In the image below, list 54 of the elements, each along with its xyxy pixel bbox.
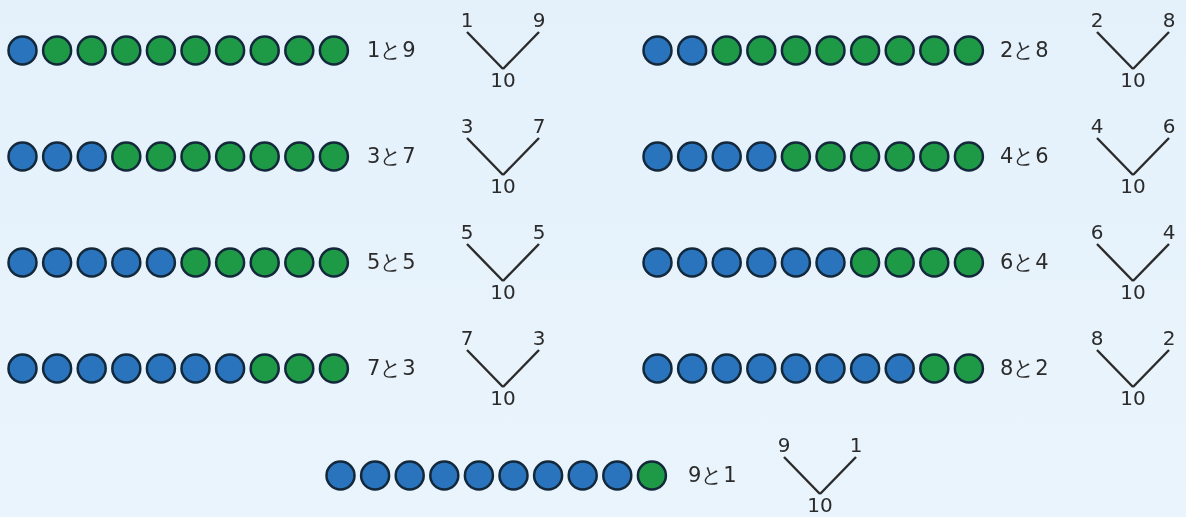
number-pair-label: 6と4 [1000, 251, 1049, 273]
connector-line [1132, 243, 1170, 282]
total-number: 10 [490, 176, 516, 196]
total-number: 10 [490, 282, 516, 302]
connector-line [783, 456, 821, 495]
part-number: 5 [460, 222, 474, 242]
connector-line [1132, 137, 1170, 176]
connector-line [1096, 349, 1134, 388]
part-number: 2 [1090, 10, 1104, 30]
total-number: 10 [490, 70, 516, 90]
connector-line [502, 137, 540, 176]
part-number: 7 [532, 116, 546, 136]
total-number: 10 [1120, 282, 1146, 302]
connector-line [1096, 243, 1134, 282]
number-pair-label: 2と8 [1000, 39, 1049, 61]
total-number: 10 [490, 388, 516, 408]
part-number: 3 [532, 328, 546, 348]
number-pair-label: 7と3 [367, 357, 416, 379]
part-number: 7 [460, 328, 474, 348]
part-number: 9 [532, 10, 546, 30]
part-number: 4 [1162, 222, 1176, 242]
part-number: 6 [1162, 116, 1176, 136]
part-number: 4 [1090, 116, 1104, 136]
number-pair-label: 9と1 [688, 464, 737, 486]
number-pair-label: 1と9 [367, 39, 416, 61]
number-pair-label: 3と7 [367, 145, 416, 167]
connector-line [1132, 31, 1170, 70]
number-pair-label: 4と6 [1000, 145, 1049, 167]
total-number: 10 [1120, 388, 1146, 408]
connector-line [466, 349, 504, 388]
part-number: 2 [1162, 328, 1176, 348]
connector-line [466, 137, 504, 176]
connector-line [1096, 137, 1134, 176]
part-number: 9 [777, 435, 791, 455]
connector-line [1096, 31, 1134, 70]
number-pair-label: 5と5 [367, 251, 416, 273]
connector-line [502, 349, 540, 388]
part-number: 1 [849, 435, 863, 455]
part-number: 8 [1090, 328, 1104, 348]
part-number: 6 [1090, 222, 1104, 242]
part-number: 8 [1162, 10, 1176, 30]
number-pair-label: 8と2 [1000, 357, 1049, 379]
total-number: 10 [1120, 70, 1146, 90]
connector-line [466, 31, 504, 70]
connector-line [1132, 349, 1170, 388]
total-number: 10 [807, 495, 833, 515]
total-number: 10 [1120, 176, 1146, 196]
part-number: 1 [460, 10, 474, 30]
part-number: 5 [532, 222, 546, 242]
connector-line [466, 243, 504, 282]
connector-line [502, 243, 540, 282]
part-number: 3 [460, 116, 474, 136]
connector-line [819, 456, 857, 495]
connector-line [502, 31, 540, 70]
